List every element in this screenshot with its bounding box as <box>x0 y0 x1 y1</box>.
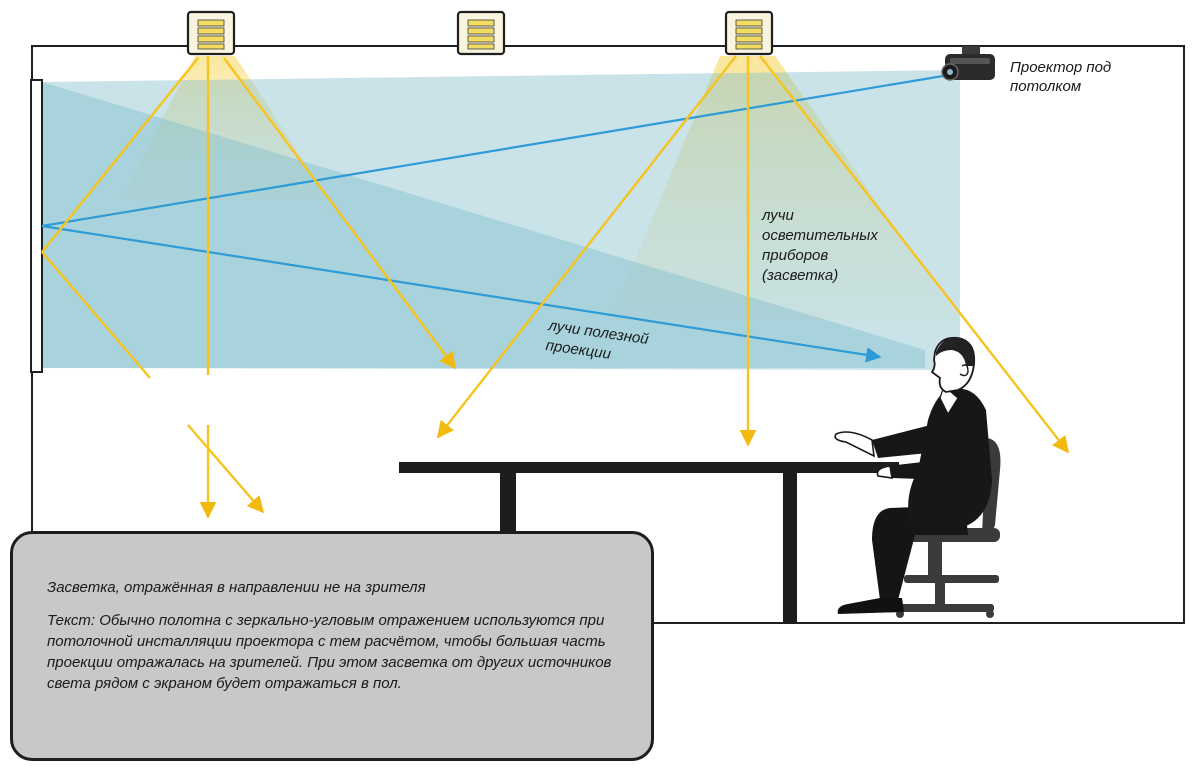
caption-text: Текст: Обычно полотна с зеркально-угловы… <box>47 612 612 692</box>
table <box>399 462 899 623</box>
caption-box: Засветка, отражённая в направлении не на… <box>10 531 654 761</box>
light-rays-left <box>41 56 457 519</box>
projection-ray-reflected <box>41 224 882 363</box>
projector-label: Проектор под потолком <box>1010 59 1115 95</box>
projection-ray-incident <box>41 72 956 228</box>
caption-title: Засветка, отражённая в направлении не на… <box>47 579 426 596</box>
light-glow-left <box>120 56 330 200</box>
ceiling-lamp-icon <box>724 10 774 56</box>
projector-icon <box>941 46 995 81</box>
projection-screen <box>30 79 43 373</box>
ceiling-lamp-icon <box>186 10 236 56</box>
seated-viewer-icon <box>834 336 992 614</box>
light-glow-right <box>610 56 960 320</box>
light-rays-right <box>436 55 1070 454</box>
light-rays-label: лучи осветительных приборов (засветка) <box>761 207 882 284</box>
projection-beam <box>42 70 960 370</box>
ceiling-lamp-icon <box>456 10 506 56</box>
reflected-beam <box>42 82 925 368</box>
